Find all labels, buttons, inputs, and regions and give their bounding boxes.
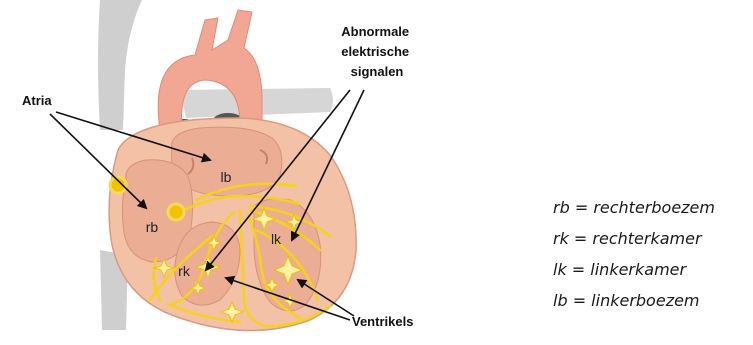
callout-abnormal-line-1: Abnormale xyxy=(341,24,409,39)
label-lb: lb xyxy=(221,169,232,185)
av-node xyxy=(168,204,184,220)
callout-abnormal-line-3: signalen xyxy=(351,64,404,79)
abbreviation-legend: rb = rechterboezem rk = rechterkamer lk … xyxy=(553,192,715,316)
label-rk: rk xyxy=(178,263,191,279)
legend-rb: rb = rechterboezem xyxy=(553,192,715,223)
legend-rk: rk = rechterkamer xyxy=(553,223,715,254)
legend-lb: lb = linkerboezem xyxy=(553,285,715,316)
callout-abnormal-signals: Abnormale elektrische signalen xyxy=(341,24,413,79)
callout-abnormal-line-2: elektrische xyxy=(341,44,409,59)
label-lk: lk xyxy=(271,231,282,247)
callout-ventricles: Ventrikels xyxy=(352,314,413,329)
callout-atria: Atria xyxy=(22,93,52,108)
label-rb: rb xyxy=(146,219,159,235)
legend-lk: lk = linkerkamer xyxy=(553,254,715,285)
vena-cava xyxy=(98,0,142,130)
